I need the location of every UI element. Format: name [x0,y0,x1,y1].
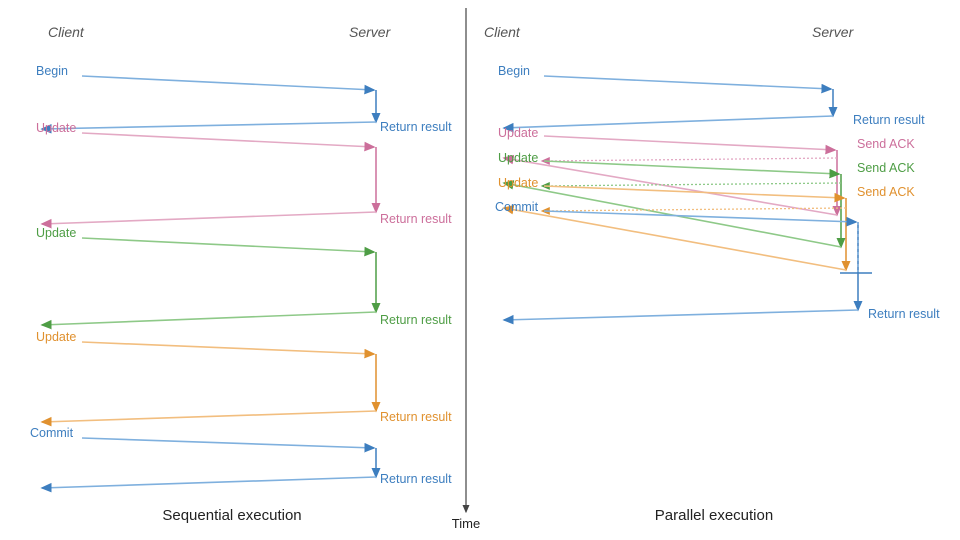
request-arrow [81,437,376,453]
reply-arrow [40,476,377,493]
ack-dotted-arrow [540,182,842,190]
reply-label: Send ACK [857,137,915,151]
message-label: Update [36,226,76,240]
request-arrow [81,341,376,359]
reply-arrow [502,204,847,271]
reply-label: Return result [380,472,452,486]
message-label: Update [36,330,76,344]
ack-dotted-arrow [540,157,838,165]
panel-caption: Sequential execution [162,507,301,524]
reply-arrow [40,311,377,330]
reply-label: Return result [380,410,452,424]
request-arrow [543,185,846,203]
message-label: Begin [498,64,530,78]
reply-label: Send ACK [857,161,915,175]
reply-arrow [40,121,377,134]
message-arrow-layer [40,75,872,493]
panel-caption: Parallel execution [655,507,773,524]
request-arrow [543,135,837,155]
message-label: Commit [30,426,74,440]
ack-dotted-arrow [540,207,847,215]
message-label: Update [498,126,538,140]
reply-arrow [502,115,834,133]
request-arrow [543,75,833,94]
reply-arrow [40,410,377,427]
reply-label: Return result [380,120,452,134]
reply-label: Return result [380,313,452,327]
message-label: Update [498,176,538,190]
reply-label: Return result [380,212,452,226]
message-label: Update [498,151,538,165]
request-arrow [81,75,376,95]
reply-label: Return result [853,113,925,127]
message-label: Commit [495,200,539,214]
reply-label: Send ACK [857,185,915,199]
reply-label: Return result [868,307,940,321]
reply-arrow [40,211,377,229]
time-axis: Time [452,8,480,531]
lane-label-server: Server [812,24,855,40]
lane-label-server: Server [349,24,392,40]
lane-label-client: Client [48,24,85,40]
message-label: Update [36,121,76,135]
request-arrow [543,160,841,179]
message-label: Begin [36,64,68,78]
reply-arrow [502,309,859,325]
time-axis-label: Time [452,516,480,531]
reply-arrow [502,154,838,216]
request-arrow [81,132,376,152]
request-arrow [81,237,376,257]
request-arrow [543,210,858,227]
lane-label-client: Client [484,24,521,40]
